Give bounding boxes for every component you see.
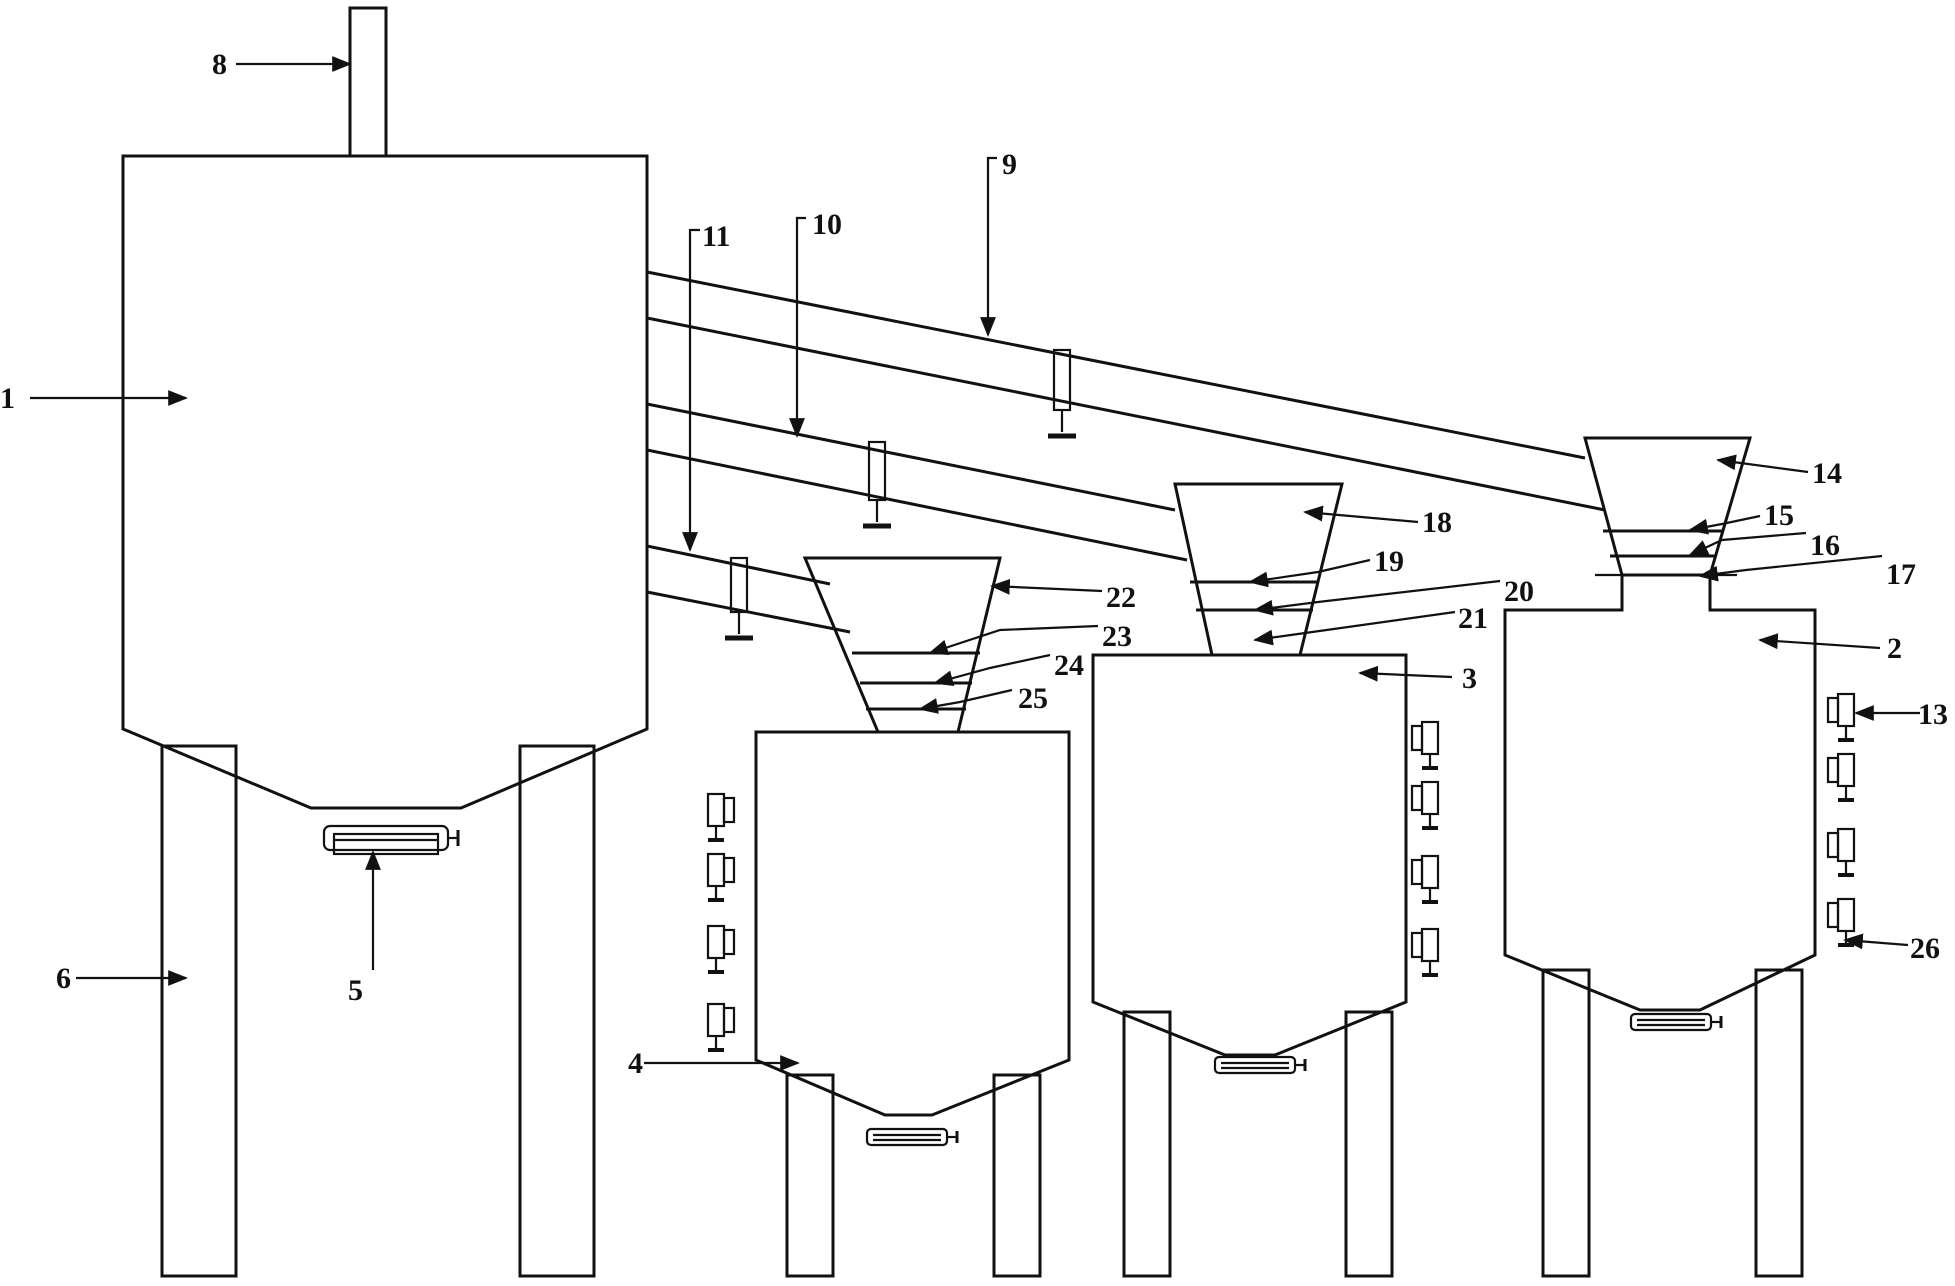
leader-lines [30, 56, 1920, 1071]
label-5: 5 [348, 974, 363, 1007]
feed-pipes [646, 270, 1606, 641]
label-10: 10 [812, 208, 842, 241]
tank-3-hopper [1173, 482, 1344, 657]
label-21: 21 [1458, 602, 1488, 635]
label-16: 16 [1810, 529, 1840, 562]
reference-labels: 1 2 3 4 5 6 8 9 10 11 13 14 15 16 17 18 … [0, 48, 1948, 1080]
tank-2-hopper [1583, 436, 1753, 577]
label-9: 9 [1002, 148, 1017, 181]
tank-4-hopper [802, 556, 1002, 734]
tank-2 [1503, 436, 1856, 1278]
label-4: 4 [628, 1047, 643, 1080]
label-2: 2 [1887, 632, 1902, 665]
label-22: 22 [1106, 581, 1136, 614]
main-tank-outlet-valve [322, 824, 460, 856]
label-11: 11 [702, 220, 730, 253]
tank-4 [706, 556, 1071, 1278]
tank-4-body [754, 730, 1071, 1117]
label-13: 13 [1918, 698, 1948, 731]
label-18: 18 [1422, 506, 1452, 539]
label-20: 20 [1504, 575, 1534, 608]
label-25: 25 [1018, 682, 1048, 715]
vent-pipe [348, 6, 388, 158]
main-tank-leg-right [518, 744, 596, 1278]
main-tank-body [121, 154, 649, 810]
label-1: 1 [0, 382, 15, 415]
label-8: 8 [212, 48, 227, 81]
label-3: 3 [1462, 662, 1477, 695]
tank-3 [1091, 482, 1440, 1278]
pipe-10-valve [863, 440, 891, 529]
main-tank-leg-left [160, 744, 238, 1278]
pipe-9-valve [1048, 348, 1076, 439]
label-17: 17 [1886, 558, 1916, 591]
pipe-11-valve [725, 556, 753, 641]
label-24: 24 [1054, 649, 1084, 682]
label-14: 14 [1812, 457, 1842, 490]
label-26: 26 [1910, 932, 1940, 965]
tank-3-body [1091, 653, 1408, 1057]
tank-2-body [1503, 575, 1817, 1012]
label-15: 15 [1764, 499, 1794, 532]
label-19: 19 [1374, 545, 1404, 578]
label-6: 6 [56, 962, 71, 995]
main-tank [121, 6, 649, 1278]
label-23: 23 [1102, 620, 1132, 653]
